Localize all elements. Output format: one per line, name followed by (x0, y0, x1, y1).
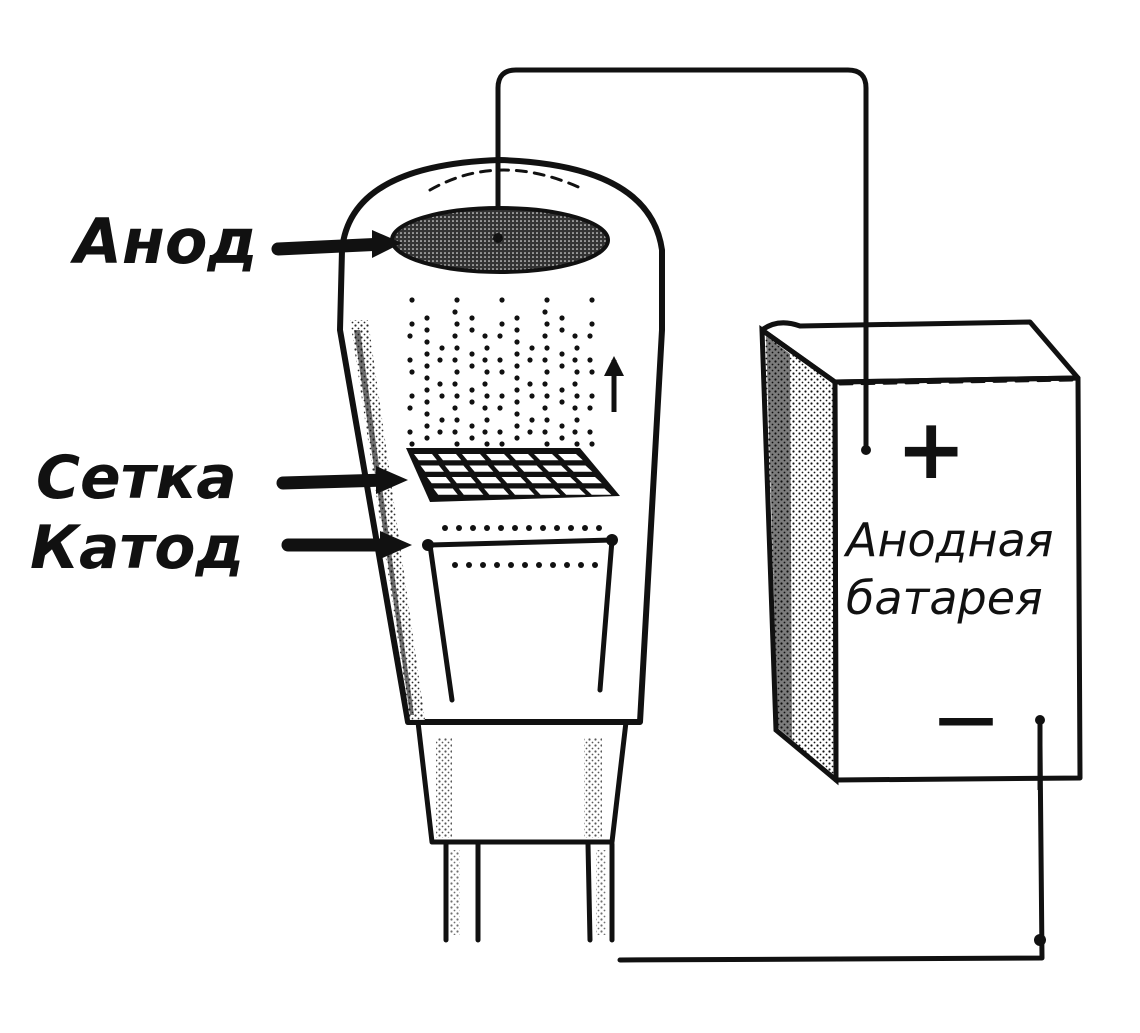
label-grid: Сетка (36, 443, 237, 513)
tube-pin-right (585, 841, 615, 943)
cathode-label-arrow (281, 531, 412, 559)
anode-battery (759, 319, 1083, 790)
cathode-wire (617, 742, 1046, 963)
grid-label-arrow (276, 466, 408, 494)
label-cathode: Катод (30, 513, 244, 583)
battery-label-line2: батарея (846, 571, 1043, 625)
battery-plus-sign: + (896, 400, 966, 498)
tube-pin-left (443, 841, 481, 943)
anode-plate (390, 206, 610, 274)
tube-base (415, 719, 629, 845)
cathode (422, 525, 618, 703)
wire-junction-dot (1034, 934, 1046, 946)
label-anode: Анод (69, 205, 258, 278)
glass-bulb (337, 157, 665, 725)
anode-label-arrow (271, 230, 402, 258)
battery-label-line1: Анодная (843, 513, 1053, 567)
electron-stream (407, 297, 595, 447)
anode-wire (495, 67, 869, 451)
control-grid (406, 448, 620, 502)
battery-minus-sign: — (936, 683, 996, 753)
